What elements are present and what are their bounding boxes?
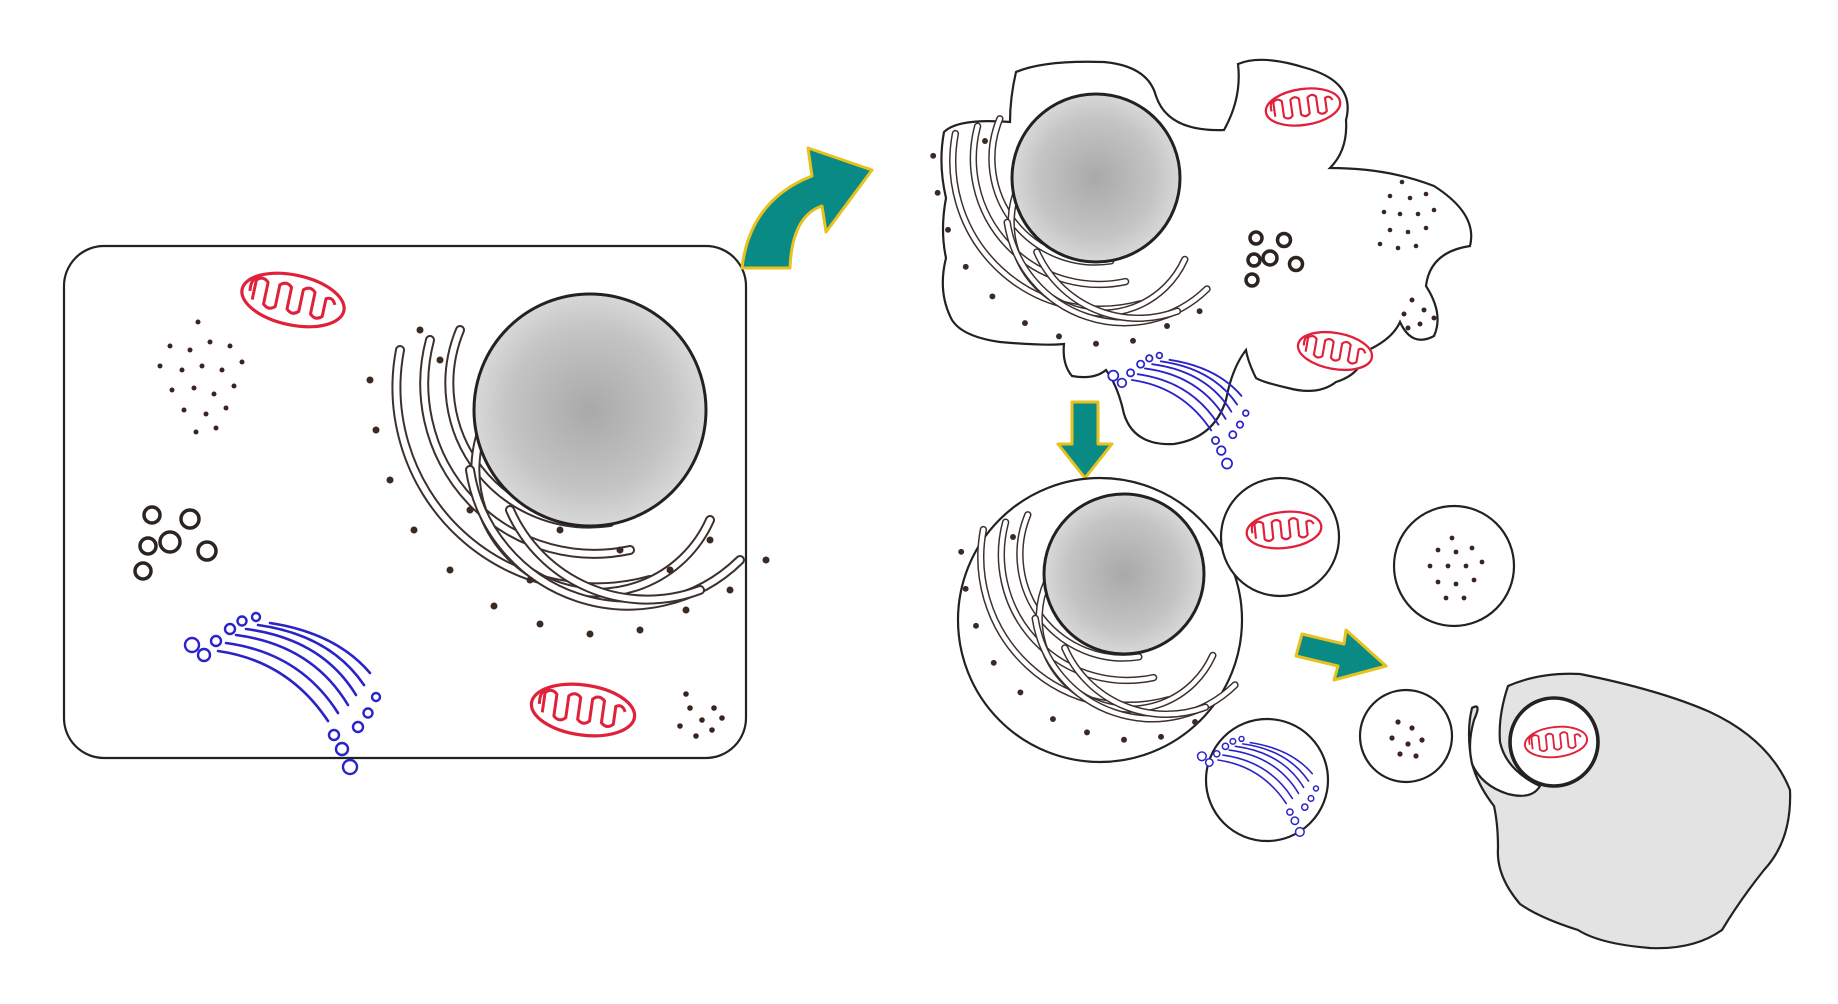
down-arrow-icon [1056, 400, 1114, 480]
ribosome-cluster-small [1401, 297, 1437, 331]
apoptotic-bodies [956, 476, 1516, 843]
blebbing-er [930, 119, 1207, 347]
ribosome-cluster-small [677, 691, 725, 739]
healthy-cell [62, 244, 770, 776]
apoptotic-body-nucleus [956, 476, 1244, 764]
right-arrow-icon [1294, 628, 1388, 682]
lysosomes [133, 505, 218, 581]
ribosome-cluster [157, 319, 245, 435]
curved-arrow-icon [740, 146, 874, 270]
apoptotic-body-small [1358, 688, 1454, 784]
apoptotic-body-granules [1392, 504, 1516, 628]
ribosome-cluster [1377, 179, 1437, 251]
blebbing-nucleus [1010, 92, 1182, 264]
nucleus [472, 292, 708, 528]
apoptotic-body-golgi [1196, 717, 1330, 843]
apoptotic-body-mitochondrion [1219, 476, 1341, 598]
blebbing-membrane [940, 58, 1473, 446]
phagocytosis [1467, 672, 1792, 950]
blebbing-cell [930, 58, 1473, 470]
lysosomes [1244, 230, 1305, 288]
